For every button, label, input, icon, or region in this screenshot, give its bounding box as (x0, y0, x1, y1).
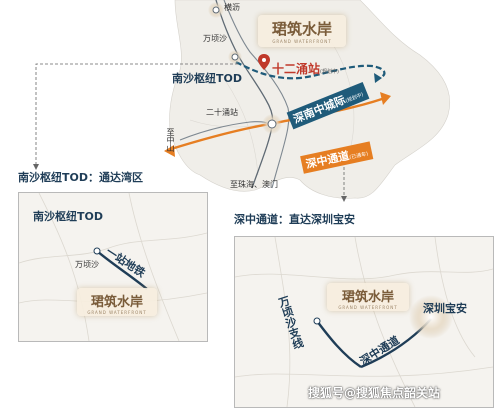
brand-logo-left: 珺筑水岸 GRAND WATERFRONT (77, 288, 157, 316)
nansha-tod-label: 南沙枢纽TOD (172, 72, 242, 85)
right-panel-heading: 深中通道：直达深圳宝安 (234, 213, 355, 226)
watermark-text: 搜狐号@搜狐焦点韶关站 (308, 386, 441, 400)
left-brand-name-cn: 珺筑水岸 (90, 295, 143, 310)
one-stop-metro-line (96, 250, 148, 290)
brand-logo-right: 珺筑水岸 GRAND WATERFRONT (327, 283, 409, 311)
left-panel-heading: 南沙枢纽TOD：通达湾区 (18, 171, 143, 184)
right-inset-map: 珺筑水岸 GRAND WATERFRONT 深圳宝安 万顷沙支线 深中通道 (234, 236, 494, 408)
station-12-note: (规划中) (320, 69, 339, 75)
station-12-name: 十二涌站 (272, 62, 321, 76)
connector-to-left-panel (35, 63, 238, 166)
left-brand-name-en: GRAND WATERFRONT (87, 310, 147, 315)
right-brand-name-en: GRAND WATERFRONT (338, 305, 398, 310)
metro-line-branch (223, 0, 290, 189)
project-pin-icon (258, 54, 270, 70)
station-hub-dot (267, 119, 277, 129)
station-12-label: 十二涌站(规划中) (272, 60, 339, 76)
ershi-station-label: 二十涌站 (206, 108, 238, 117)
shennan-city-rail (235, 61, 386, 80)
left-origin-label: 万顷沙 (75, 260, 99, 269)
shenzhen-baoan-label: 深圳宝安 (423, 302, 467, 315)
right-brand-name-cn: 珺筑水岸 (341, 290, 394, 305)
metro-line-main (215, 0, 274, 189)
top-station-label: 横沥 (224, 3, 240, 12)
station-top-dot (212, 6, 220, 14)
zhongshan-direction-label: 至中山 (166, 128, 175, 152)
brand-name-cn: 珺筑水岸 (271, 20, 332, 38)
left-inset-map: 南沙枢纽TOD 一站地铁 万顷沙 珺筑水岸 GRAND WATERFRONT (18, 192, 208, 342)
brand-name-en: GRAND WATERFRONT (272, 39, 332, 44)
wanqingsha-label: 万顷沙 (203, 34, 227, 43)
zhuhai-macau-direction-label: 至珠海、澳门 (230, 180, 278, 189)
land-area (169, 0, 450, 199)
channel-note: (已通车) (348, 151, 369, 161)
brand-logo-main: 珺筑水岸 GRAND WATERFRONT (258, 15, 346, 47)
left-hub-label: 南沙枢纽TOD (33, 210, 103, 223)
wanqingsha-branch-route (316, 320, 362, 368)
station-wanqingsha-dot (231, 53, 239, 61)
